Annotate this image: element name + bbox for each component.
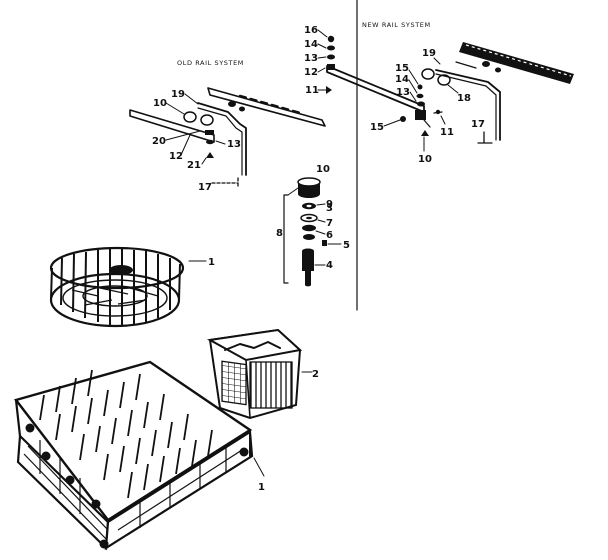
lower-rack: 1: [13, 360, 265, 551]
old-rail-lower: [129, 109, 215, 143]
callout-20-old: 20: [152, 136, 166, 147]
callout-13-old: 13: [227, 139, 241, 150]
callout-6-wheel: 6: [326, 230, 333, 241]
callout-1-lower-rack: 1: [258, 482, 265, 493]
old-rail-pin: [211, 177, 239, 189]
callout-19-old: 19: [171, 89, 185, 100]
old-roller-arm: [183, 101, 247, 176]
new-rail-system-title: NEW RAIL SYSTEM: [362, 21, 431, 29]
callout-2-basket: 2: [312, 369, 319, 380]
callout-7-wheel: 7: [326, 218, 333, 229]
callout-16: 16: [304, 25, 318, 36]
old-rail-hardware: [205, 130, 214, 158]
callout-12: 12: [304, 67, 318, 78]
callout-11: 11: [305, 85, 319, 96]
rack-wheels: [25, 423, 249, 549]
callout-14-right: 14: [395, 74, 409, 85]
callout-13-right: 13: [396, 87, 410, 98]
callout-9-wheel: 9: [326, 199, 333, 210]
new-rail-hardware-right: [400, 84, 443, 136]
callout-5-wheel: 5: [343, 240, 350, 251]
new-rail-system: 16 14 13 12 11 15 14 13 15 10 11 17 19 1…: [304, 25, 574, 165]
new-rail-hardware-left: [327, 35, 335, 70]
callout-10-old: 10: [153, 98, 167, 109]
old-rail-system-title: OLD RAIL SYSTEM: [177, 59, 244, 67]
callout-14: 14: [304, 39, 318, 50]
new-rail-pin: [477, 131, 493, 144]
round-rack: 1: [49, 246, 215, 328]
callout-13: 13: [304, 53, 318, 64]
callout-15-left: 15: [370, 122, 384, 133]
callout-19-new: 19: [422, 48, 436, 59]
callout-10-wheel: 10: [316, 164, 330, 175]
callout-12-old: 12: [169, 151, 183, 162]
callout-3-wheel: 3: [326, 203, 333, 214]
callout-17-old: 17: [198, 182, 212, 193]
callout-8-wheel: 8: [276, 228, 283, 239]
callout-11-right: 11: [440, 127, 454, 138]
callout-1-round-rack: 1: [208, 257, 215, 268]
silverware-basket: 2: [206, 328, 319, 420]
callout-17-new: 17: [471, 119, 485, 130]
new-roller-arm: [421, 61, 501, 141]
callout-21-old: 21: [187, 160, 201, 171]
callout-4-wheel: 4: [326, 260, 333, 271]
callout-18-new: 18: [457, 93, 471, 104]
new-rail-track: [459, 42, 574, 84]
old-rail-system: 10 19 20 12 13 21 17: [129, 87, 326, 193]
wheel-assembly: 10 9 8 7 6 5 4 3: [276, 164, 350, 287]
callout-10-new: 10: [418, 154, 432, 165]
callout-15-top: 15: [395, 63, 409, 74]
